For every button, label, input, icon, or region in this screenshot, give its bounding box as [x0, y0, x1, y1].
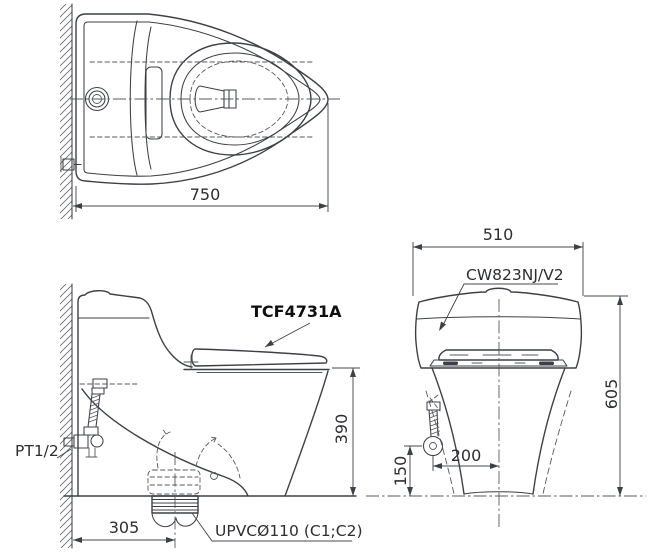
drain-label: UPVCØ110 (C1;C2) [215, 522, 363, 540]
wall-hatch [60, 284, 72, 548]
side-view: 390 305 TCF4731A PT1/2 UPVCØ110 (C1;C2) [15, 283, 363, 549]
pedestal-right-hidden [542, 390, 572, 495]
bowl-front-slope [284, 370, 329, 497]
pedestal-left [431, 367, 465, 495]
tank-lid-seam [416, 316, 581, 320]
seat-lid-side [191, 348, 328, 367]
body-outline-plan [75, 13, 329, 185]
drain-leader [191, 512, 352, 542]
wall-inlet-fitting-plan [60, 156, 82, 173]
dim-750-label: 750 [190, 185, 221, 204]
dim-200-label: 200 [451, 446, 482, 465]
dim-390-label: 390 [332, 414, 351, 445]
body-model-label: CW823NJ/V2 [466, 266, 564, 284]
bowl-opening-plan [180, 52, 300, 146]
body-model-arrow [439, 321, 446, 331]
dim-510-label: 510 [483, 225, 514, 244]
wall-hatch [60, 4, 72, 219]
body-inner-line-plan [83, 21, 321, 177]
body-profile-side [77, 290, 193, 497]
tank-outline-front [414, 287, 583, 369]
dim-150-label: 150 [391, 456, 410, 487]
bowl-under-curve [81, 388, 249, 497]
inlet-leader [56, 448, 72, 459]
dimension-605: 605 [584, 295, 628, 496]
inlet-label: PT1/2 [15, 442, 59, 460]
dimension-150: 150 [391, 445, 422, 496]
hinge-plate [145, 66, 163, 140]
pedestal-base [463, 491, 534, 495]
drain-assembly [147, 427, 241, 548]
pedestal-left-hidden [425, 390, 455, 495]
body-model-leader [440, 283, 558, 330]
dimension-200: 200 [432, 446, 499, 471]
dimension-305: 305 [73, 518, 175, 543]
dimension-510: 510 [412, 225, 584, 296]
dim-305-label: 305 [109, 518, 140, 537]
supply-assembly-side [63, 378, 139, 458]
dimension-390: 390 [332, 367, 360, 496]
dimension-750: 750 [73, 103, 329, 212]
hinge-center-mark [183, 354, 199, 370]
seat-model-label: TCF4731A [251, 302, 342, 321]
top-view: 750 [60, 3, 340, 220]
tank-junction-arc [129, 20, 138, 176]
pedestal-right [532, 367, 566, 495]
seat-front [429, 349, 568, 367]
dim-605-label: 605 [602, 379, 621, 410]
supply-valve-front [422, 394, 444, 457]
seat-model-arrow [265, 340, 274, 347]
front-view: 510 605 150 200 CW823NJ/V2 [366, 225, 646, 527]
